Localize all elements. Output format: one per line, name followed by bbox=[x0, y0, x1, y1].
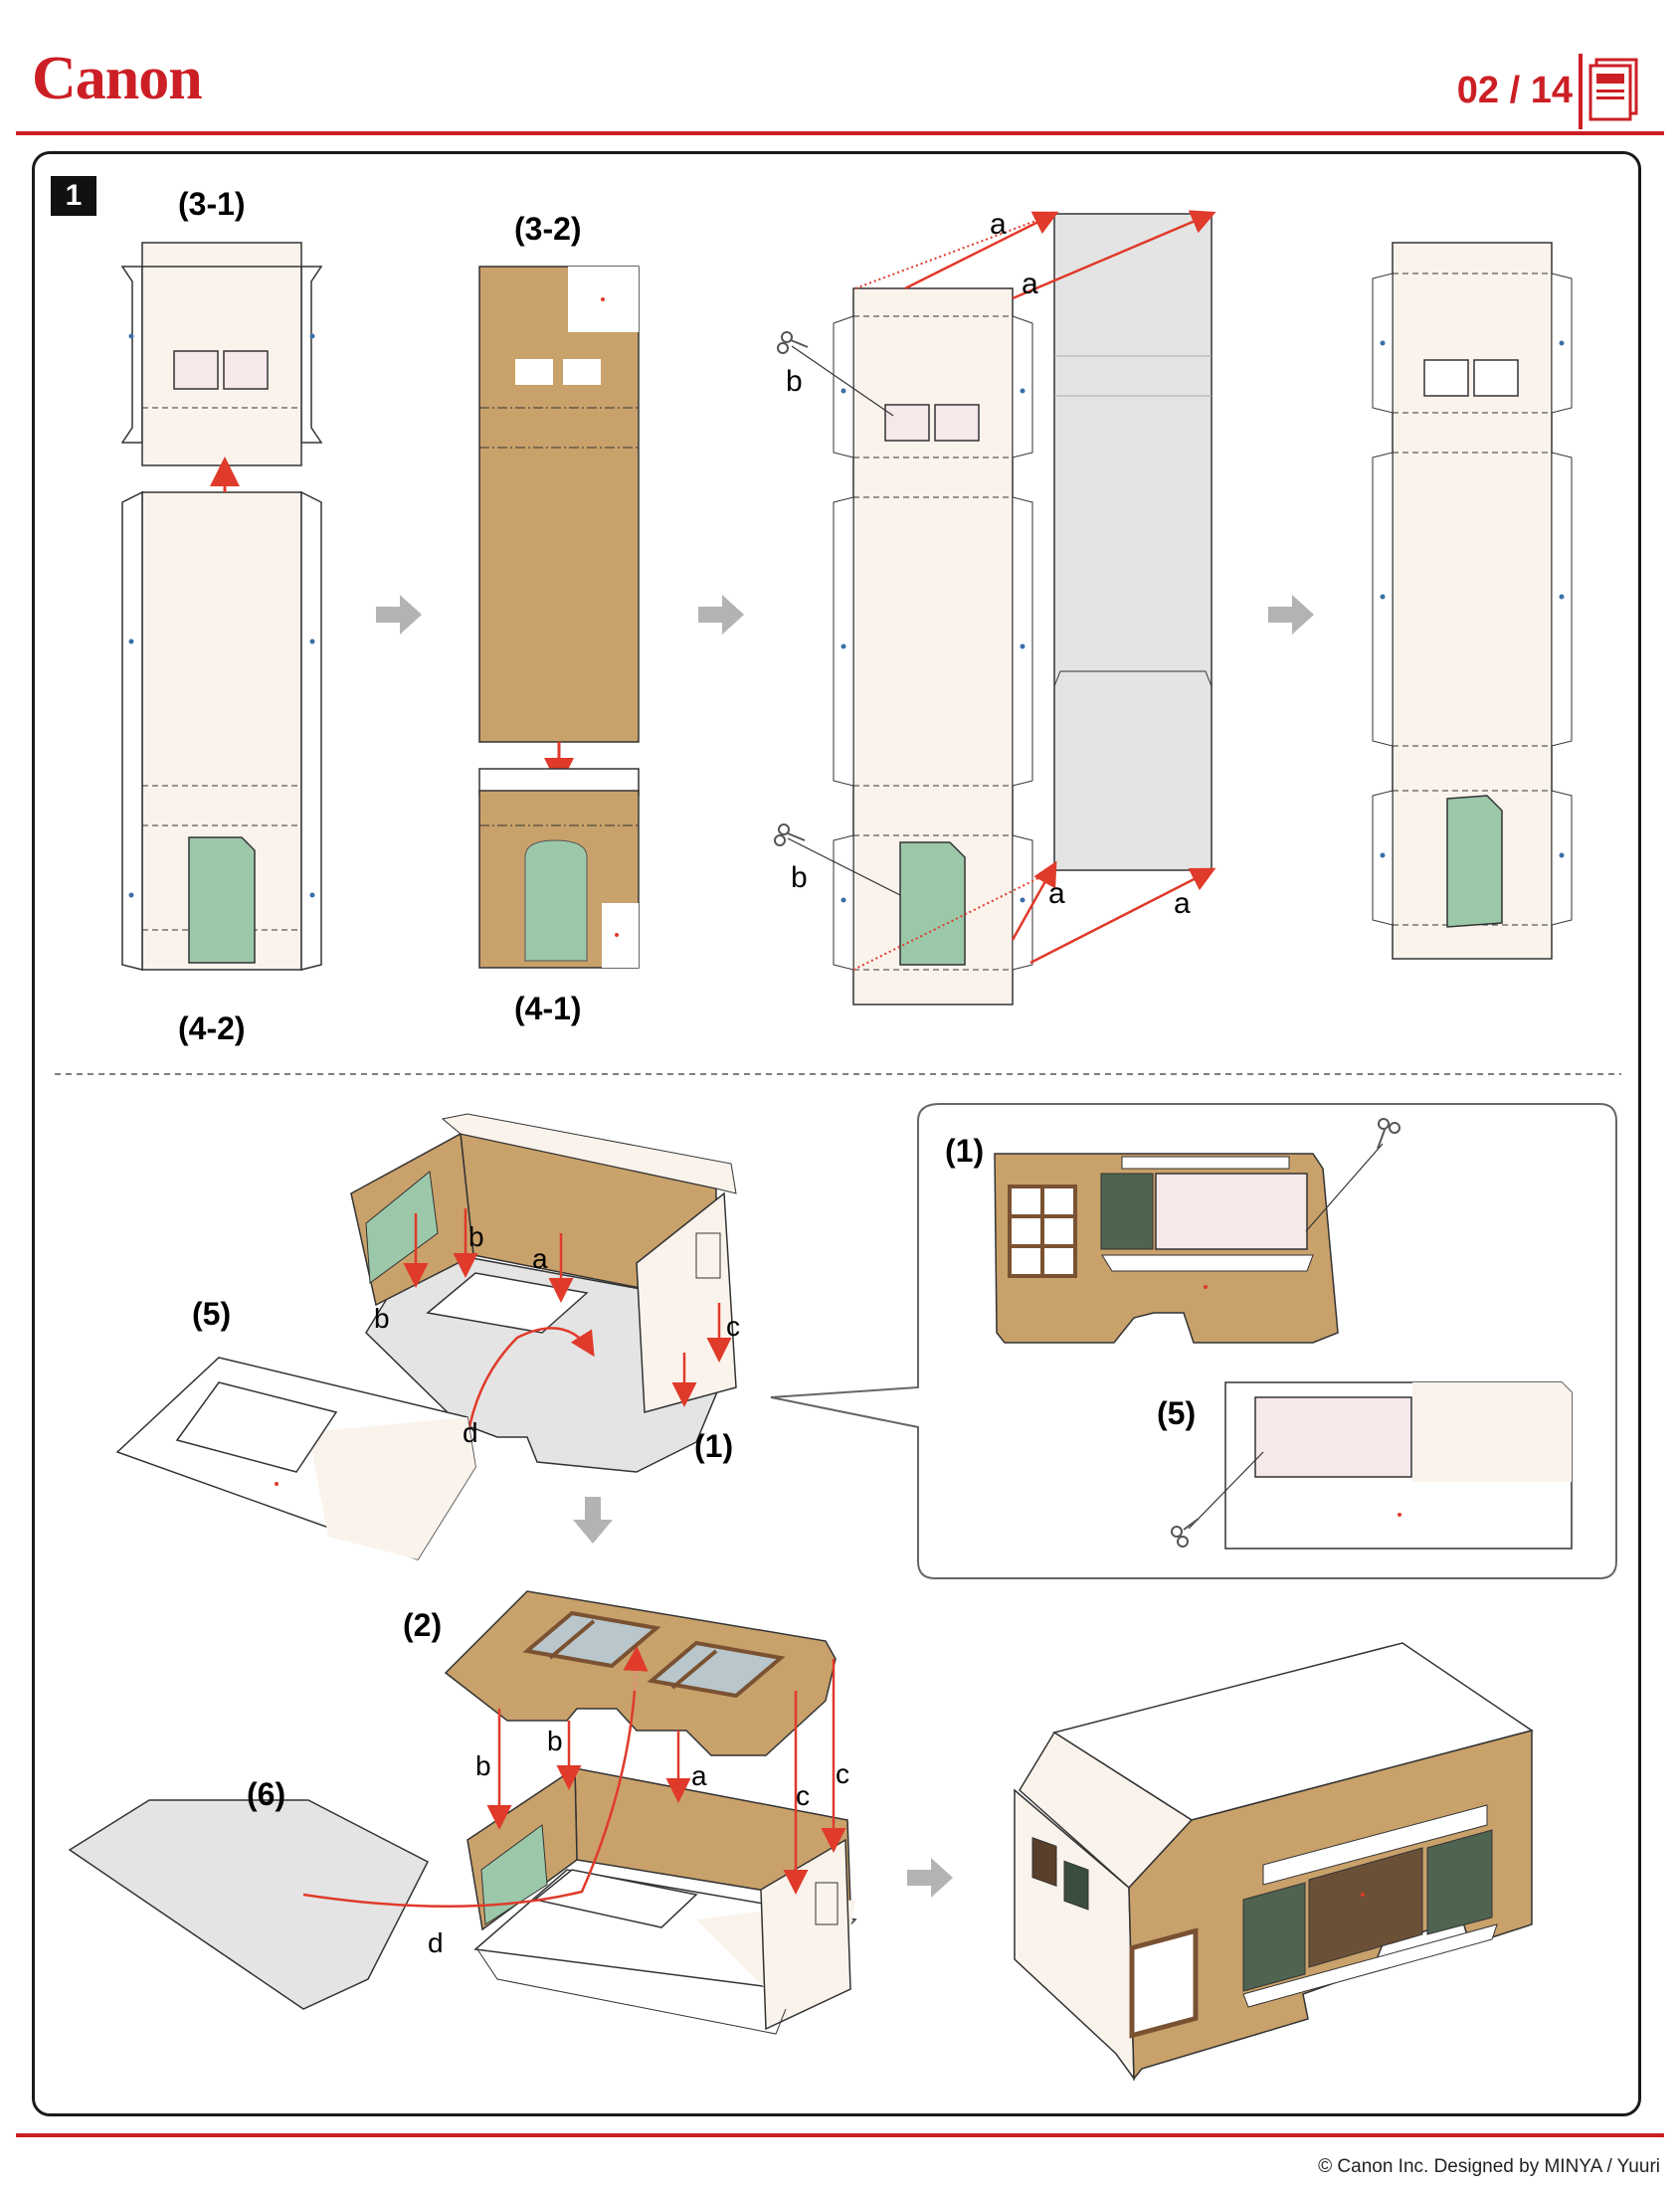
header-rule bbox=[16, 131, 1664, 135]
strip-with-liner bbox=[787, 210, 1216, 1005]
letter-d: d bbox=[428, 1927, 444, 1958]
box-assembly-1 bbox=[115, 1113, 737, 1560]
finished-strip bbox=[1372, 242, 1573, 960]
canon-logo: Canon bbox=[32, 45, 203, 112]
down-arrow bbox=[573, 1497, 613, 1544]
letter-c: c bbox=[836, 1758, 849, 1789]
label-3-1: (3-1) bbox=[178, 186, 246, 222]
letter-d: d bbox=[463, 1417, 478, 1448]
label-5-callout: (5) bbox=[1157, 1395, 1196, 1431]
letter-a: a bbox=[1174, 887, 1191, 920]
scissors-icon bbox=[1171, 1518, 1200, 1548]
label-3-2: (3-2) bbox=[514, 211, 582, 247]
finished-model bbox=[1014, 1642, 1534, 2082]
letter-a: a bbox=[1022, 268, 1038, 300]
detail-callout bbox=[770, 1103, 1617, 1579]
letter-a: a bbox=[990, 208, 1007, 241]
next-arrow-1 bbox=[376, 595, 422, 635]
label-4-2: (4-2) bbox=[178, 1010, 246, 1046]
footer-credit: © Canon Inc. Designed by MINYA / Yuuri bbox=[1318, 2156, 1660, 2177]
strip-3-1-4-2 bbox=[120, 242, 323, 971]
letter-b: b bbox=[791, 861, 808, 894]
letter-b: b bbox=[547, 1726, 563, 1756]
step-number: 1 bbox=[51, 176, 96, 216]
scissors-icon bbox=[774, 823, 806, 846]
label-6: (6) bbox=[247, 1776, 285, 1812]
letter-a: a bbox=[532, 1243, 548, 1274]
strip-3-2-4-1 bbox=[478, 266, 640, 969]
scissors-icon bbox=[1377, 1118, 1400, 1150]
letter-b: b bbox=[468, 1221, 484, 1252]
letter-b: b bbox=[374, 1303, 390, 1334]
box-assembly-2 bbox=[68, 1590, 857, 2035]
page-view-icon[interactable] bbox=[1579, 54, 1646, 129]
next-arrow-3 bbox=[1268, 595, 1314, 635]
letter-a: a bbox=[691, 1760, 707, 1791]
label-5: (5) bbox=[192, 1296, 231, 1332]
label-1: (1) bbox=[694, 1428, 733, 1464]
scissors-icon bbox=[777, 331, 809, 354]
label-1-callout: (1) bbox=[945, 1133, 984, 1169]
letter-c: c bbox=[796, 1780, 810, 1811]
letter-a: a bbox=[1048, 877, 1065, 910]
letter-b: b bbox=[786, 365, 803, 398]
label-4-1: (4-1) bbox=[514, 991, 582, 1026]
next-arrow-2 bbox=[698, 595, 744, 635]
instruction-panel bbox=[32, 151, 1641, 2116]
page-number: 02 / 14 bbox=[1456, 70, 1573, 111]
label-2: (2) bbox=[403, 1607, 442, 1643]
letter-c: c bbox=[726, 1311, 740, 1342]
next-arrow-4 bbox=[907, 1858, 953, 1898]
footer-rule bbox=[16, 2133, 1664, 2137]
letter-b: b bbox=[475, 1750, 491, 1781]
